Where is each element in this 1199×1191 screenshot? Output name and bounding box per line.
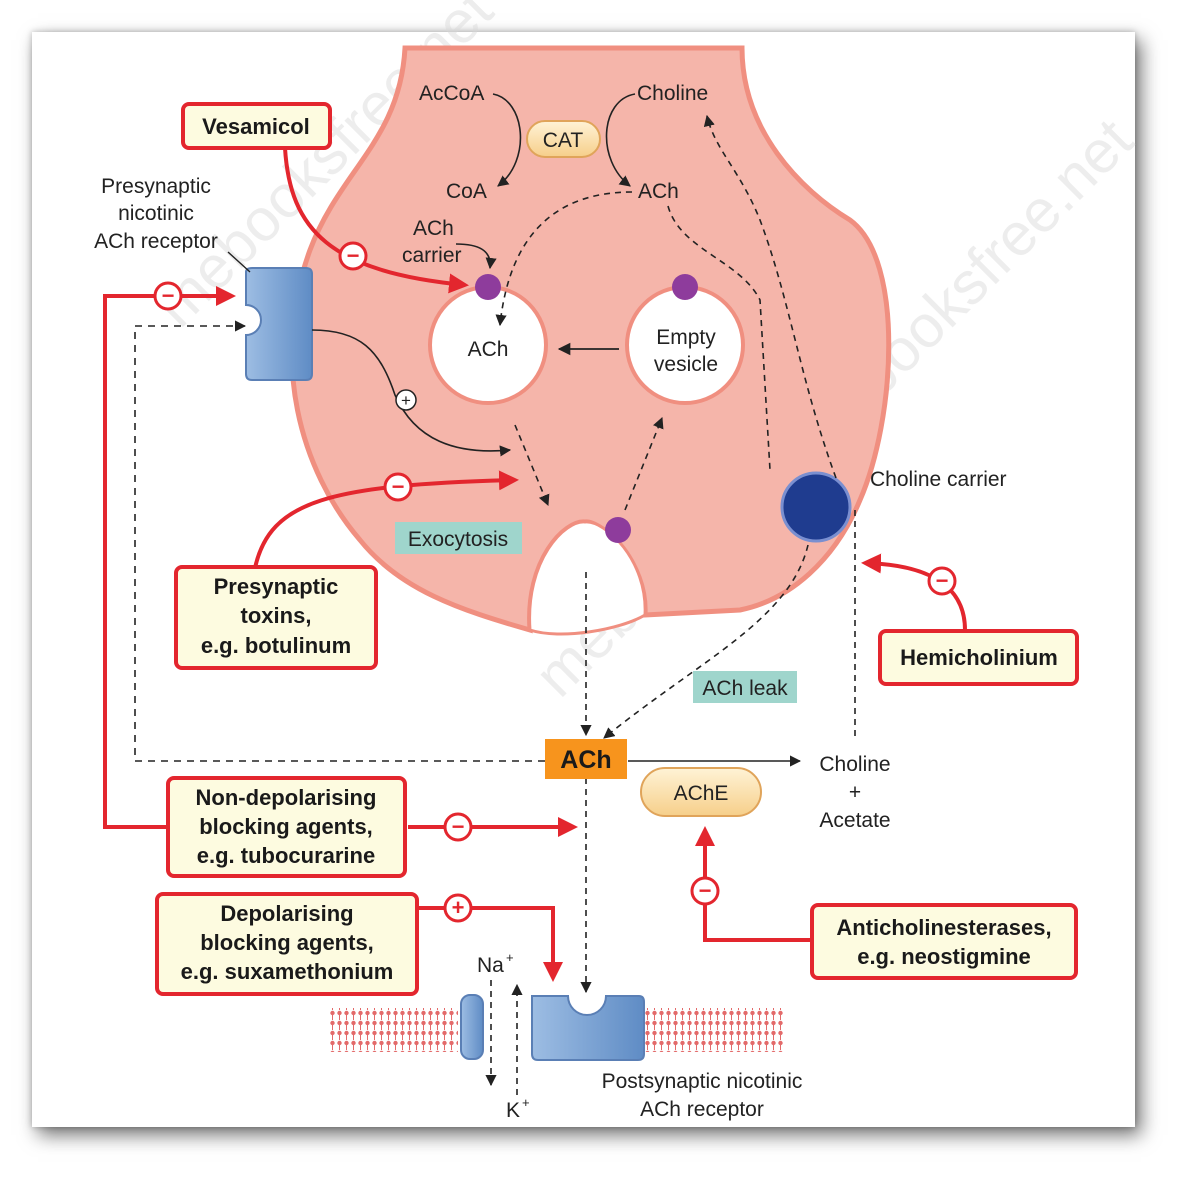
svg-text:+: + — [522, 1095, 530, 1110]
exocytosis-tag — [395, 522, 522, 554]
svg-text:ACh leak: ACh leak — [702, 677, 788, 700]
svg-text:ACh receptor: ACh receptor — [94, 230, 218, 253]
svg-text:CAT: CAT — [543, 129, 584, 152]
svg-text:+: + — [849, 781, 861, 804]
hemicholinium-box: Hemicholinium — [878, 629, 1079, 686]
svg-text:−: − — [452, 814, 465, 839]
svg-text:Vesamicol: Vesamicol — [202, 114, 310, 139]
postsynaptic-membrane-left — [328, 1008, 458, 1052]
svg-text:−: − — [699, 878, 712, 903]
svg-text:vesicle: vesicle — [654, 353, 718, 376]
svg-text:ACh receptor: ACh receptor — [640, 1098, 764, 1121]
svg-text:+: + — [401, 391, 411, 410]
svg-text:+: + — [506, 950, 514, 965]
ache-enzyme-pill — [640, 767, 762, 817]
svg-text:e.g. neostigmine: e.g. neostigmine — [857, 944, 1031, 969]
svg-text:carrier: carrier — [402, 244, 462, 267]
svg-text:−: − — [392, 474, 405, 499]
svg-text:Hemicholinium: Hemicholinium — [900, 645, 1058, 670]
postsynaptic-receptor-label: Postsynaptic nicotinic — [602, 1070, 803, 1093]
empty-vesicle-label: Empty — [656, 326, 716, 349]
svg-text:e.g. suxamethonium: e.g. suxamethonium — [181, 959, 394, 984]
svg-text:e.g. botulinum: e.g. botulinum — [201, 633, 351, 658]
svg-text:Non-depolarising: Non-depolarising — [196, 785, 377, 810]
presynaptic-receptor-label: Presynaptic — [101, 175, 211, 198]
postsynaptic-receptor-icon — [531, 995, 645, 1061]
depolarising-agents-box: Depolarising blocking agents, e.g. suxam… — [155, 892, 419, 996]
svg-text:blocking agents,: blocking agents, — [199, 814, 373, 839]
svg-text:Anticholinesterases,: Anticholinesterases, — [836, 915, 1051, 940]
inhibition-signs: − − − − − + − — [153, 241, 957, 923]
ach-carrier-label: ACh — [413, 217, 454, 240]
exocytosis-carrier-dot — [605, 517, 631, 543]
svg-text:−: − — [162, 283, 175, 308]
choline-carrier-icon — [780, 471, 852, 543]
potassium-label: K — [506, 1099, 520, 1122]
svg-text:AChE: AChE — [674, 782, 729, 805]
svg-text:+: + — [452, 895, 465, 920]
svg-text:−: − — [347, 243, 360, 268]
svg-text:toxins,: toxins, — [241, 603, 312, 628]
exocytosis-pore — [528, 520, 647, 636]
non-depolarising-agents-box: Non-depolarising blocking agents, e.g. t… — [166, 776, 407, 878]
anticholinesterases-box: Anticholinesterases, e.g. neostigmine — [810, 903, 1078, 980]
svg-text:Presynaptic: Presynaptic — [214, 574, 339, 599]
choline-product-label: Choline — [819, 753, 890, 776]
svg-text:Exocytosis: Exocytosis — [408, 528, 508, 551]
svg-text:−: − — [936, 568, 949, 593]
svg-text:ACh: ACh — [560, 746, 611, 774]
svg-text:nicotinic: nicotinic — [118, 202, 194, 225]
vesicle-ach-label: ACh — [468, 338, 509, 361]
accoa-label: AcCoA — [419, 82, 484, 105]
svg-text:e.g. tubocurarine: e.g. tubocurarine — [197, 843, 375, 868]
choline-top-label: Choline — [637, 82, 708, 105]
vesamicol-box: Vesamicol — [181, 102, 332, 150]
cat-enzyme-pill — [526, 120, 601, 158]
vesicle-carrier-dot — [475, 274, 501, 300]
ach-cleft-box — [545, 739, 627, 779]
empty-vesicle-carrier-dot — [672, 274, 698, 300]
choline-carrier-label: Choline carrier — [870, 468, 1007, 491]
sodium-label: Na — [477, 954, 504, 977]
coa-label: CoA — [446, 180, 487, 203]
presynaptic-receptor-icon — [245, 267, 313, 381]
postsynaptic-membrane-right — [645, 1008, 783, 1052]
svg-text:Depolarising: Depolarising — [220, 901, 353, 926]
acetate-label: Acetate — [819, 809, 890, 832]
svg-text:blocking agents,: blocking agents, — [200, 930, 374, 955]
presynaptic-toxins-box: Presynaptic toxins, e.g. botulinum — [174, 565, 378, 670]
ach-leak-tag — [693, 671, 797, 703]
ach-product-label: ACh — [638, 180, 679, 203]
ion-channel-icon — [460, 994, 484, 1060]
